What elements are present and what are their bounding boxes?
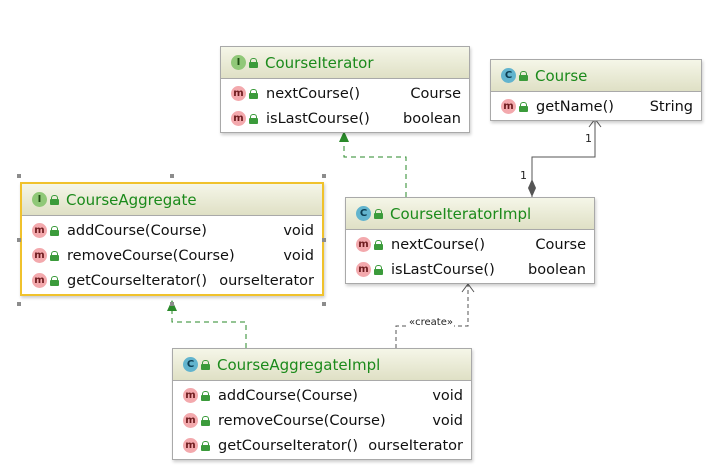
method-icon: m	[231, 111, 246, 126]
method-name: isLastCourse()	[391, 261, 495, 278]
class-icon: C	[183, 357, 198, 372]
method-name: getCourseIterator()	[218, 437, 358, 454]
interface-icon: I	[32, 192, 47, 207]
public-visibility-icon	[374, 208, 383, 219]
public-visibility-icon	[519, 101, 528, 112]
method-return-type: void	[283, 222, 314, 239]
class-header: C CourseAggregateImpl	[173, 349, 471, 381]
method-icon: m	[231, 86, 246, 101]
realization-line-iterator-impl[interactable]	[343, 140, 407, 197]
selection-handle[interactable]	[170, 302, 174, 306]
method-name: isLastCourse()	[266, 110, 370, 127]
selection-handle[interactable]	[17, 174, 21, 178]
method-return-type: boolean	[528, 261, 586, 278]
method-icon: m	[183, 438, 198, 453]
selection-handle[interactable]	[322, 174, 326, 178]
method-name: removeCourse(Course)	[218, 412, 386, 429]
public-visibility-icon	[50, 194, 59, 205]
method-row[interactable]: m nextCourse() Course	[346, 232, 594, 257]
method-icon: m	[32, 223, 47, 238]
realization-arrowhead-iterator	[339, 131, 349, 142]
method-row[interactable]: m nextCourse() Course	[221, 81, 469, 106]
multiplicity-course-end: 1	[585, 132, 592, 145]
method-row[interactable]: m isLastCourse() boolean	[346, 257, 594, 282]
method-return-type: Course	[535, 236, 586, 253]
class-box-course-iterator[interactable]: I CourseIterator m nextCourse() Course m…	[220, 46, 470, 133]
public-visibility-icon	[374, 239, 383, 250]
selection-handle[interactable]	[17, 238, 21, 242]
public-visibility-icon	[201, 415, 210, 426]
public-visibility-icon	[201, 359, 210, 370]
class-title: CourseIterator	[265, 53, 374, 72]
selection-handle[interactable]	[170, 174, 174, 178]
public-visibility-icon	[249, 88, 258, 99]
method-name: getCourseIterator()	[67, 272, 207, 289]
method-row[interactable]: m removeCourse(Course) void	[173, 408, 471, 433]
public-visibility-icon	[50, 275, 59, 286]
selection-handle[interactable]	[17, 302, 21, 306]
method-row[interactable]: m isLastCourse() boolean	[221, 106, 469, 131]
composition-diamond	[528, 179, 536, 197]
method-return-type: String	[649, 98, 693, 115]
method-row[interactable]: m addCourse(Course) void	[173, 383, 471, 408]
class-header: C Course	[491, 60, 701, 92]
class-icon: C	[356, 206, 371, 221]
dependency-arrowhead	[461, 283, 475, 293]
method-return-type: Course	[410, 85, 461, 102]
method-return-type: void	[283, 247, 314, 264]
realization-line-aggregate-impl[interactable]	[171, 309, 247, 348]
method-return-type: void	[432, 387, 463, 404]
method-return-type: ourseIterator	[368, 437, 463, 454]
selection-handle[interactable]	[322, 302, 326, 306]
class-title: CourseIteratorImpl	[390, 204, 532, 223]
method-row[interactable]: m getCourseIterator() ourseIterator	[22, 268, 322, 293]
method-icon: m	[501, 99, 516, 114]
public-visibility-icon	[519, 70, 528, 81]
class-box-course[interactable]: C Course m getName() String	[490, 59, 702, 121]
method-icon: m	[32, 273, 47, 288]
method-return-type: void	[432, 412, 463, 429]
method-icon: m	[183, 413, 198, 428]
multiplicity-impl-end: 1	[520, 169, 527, 182]
class-icon: C	[501, 68, 516, 83]
public-visibility-icon	[249, 113, 258, 124]
method-return-type: ourseIterator	[219, 272, 314, 289]
class-box-course-aggregate[interactable]: I CourseAggregate m addCourse(Course) vo…	[20, 182, 324, 296]
method-name: addCourse(Course)	[218, 387, 358, 404]
class-box-course-iterator-impl[interactable]: C CourseIteratorImpl m nextCourse() Cour…	[345, 197, 595, 284]
class-box-course-aggregate-impl[interactable]: C CourseAggregateImpl m addCourse(Course…	[172, 348, 472, 460]
method-name: getName()	[536, 98, 614, 115]
class-title: CourseAggregateImpl	[217, 355, 381, 374]
composition-line-course[interactable]	[531, 120, 596, 197]
public-visibility-icon	[249, 57, 258, 68]
method-icon: m	[32, 248, 47, 263]
selection-handle[interactable]	[322, 238, 326, 242]
class-header: I CourseIterator	[221, 47, 469, 79]
public-visibility-icon	[50, 250, 59, 261]
method-icon: m	[183, 388, 198, 403]
method-row[interactable]: m getName() String	[491, 94, 701, 119]
method-name: nextCourse()	[391, 236, 486, 253]
method-return-type: boolean	[403, 110, 461, 127]
method-row[interactable]: m getCourseIterator() ourseIterator	[173, 433, 471, 458]
public-visibility-icon	[201, 440, 210, 451]
method-name: removeCourse(Course)	[67, 247, 235, 264]
public-visibility-icon	[201, 390, 210, 401]
method-icon: m	[356, 262, 371, 277]
class-title: CourseAggregate	[66, 190, 197, 209]
create-stereotype-label: «create»	[408, 317, 454, 328]
method-icon: m	[356, 237, 371, 252]
class-header: I CourseAggregate	[22, 184, 322, 216]
method-row[interactable]: m removeCourse(Course) void	[22, 243, 322, 268]
interface-icon: I	[231, 55, 246, 70]
method-name: addCourse(Course)	[67, 222, 207, 239]
public-visibility-icon	[50, 225, 59, 236]
class-header: C CourseIteratorImpl	[346, 198, 594, 230]
public-visibility-icon	[374, 264, 383, 275]
method-row[interactable]: m addCourse(Course) void	[22, 218, 322, 243]
method-name: nextCourse()	[266, 85, 361, 102]
class-title: Course	[535, 66, 588, 85]
